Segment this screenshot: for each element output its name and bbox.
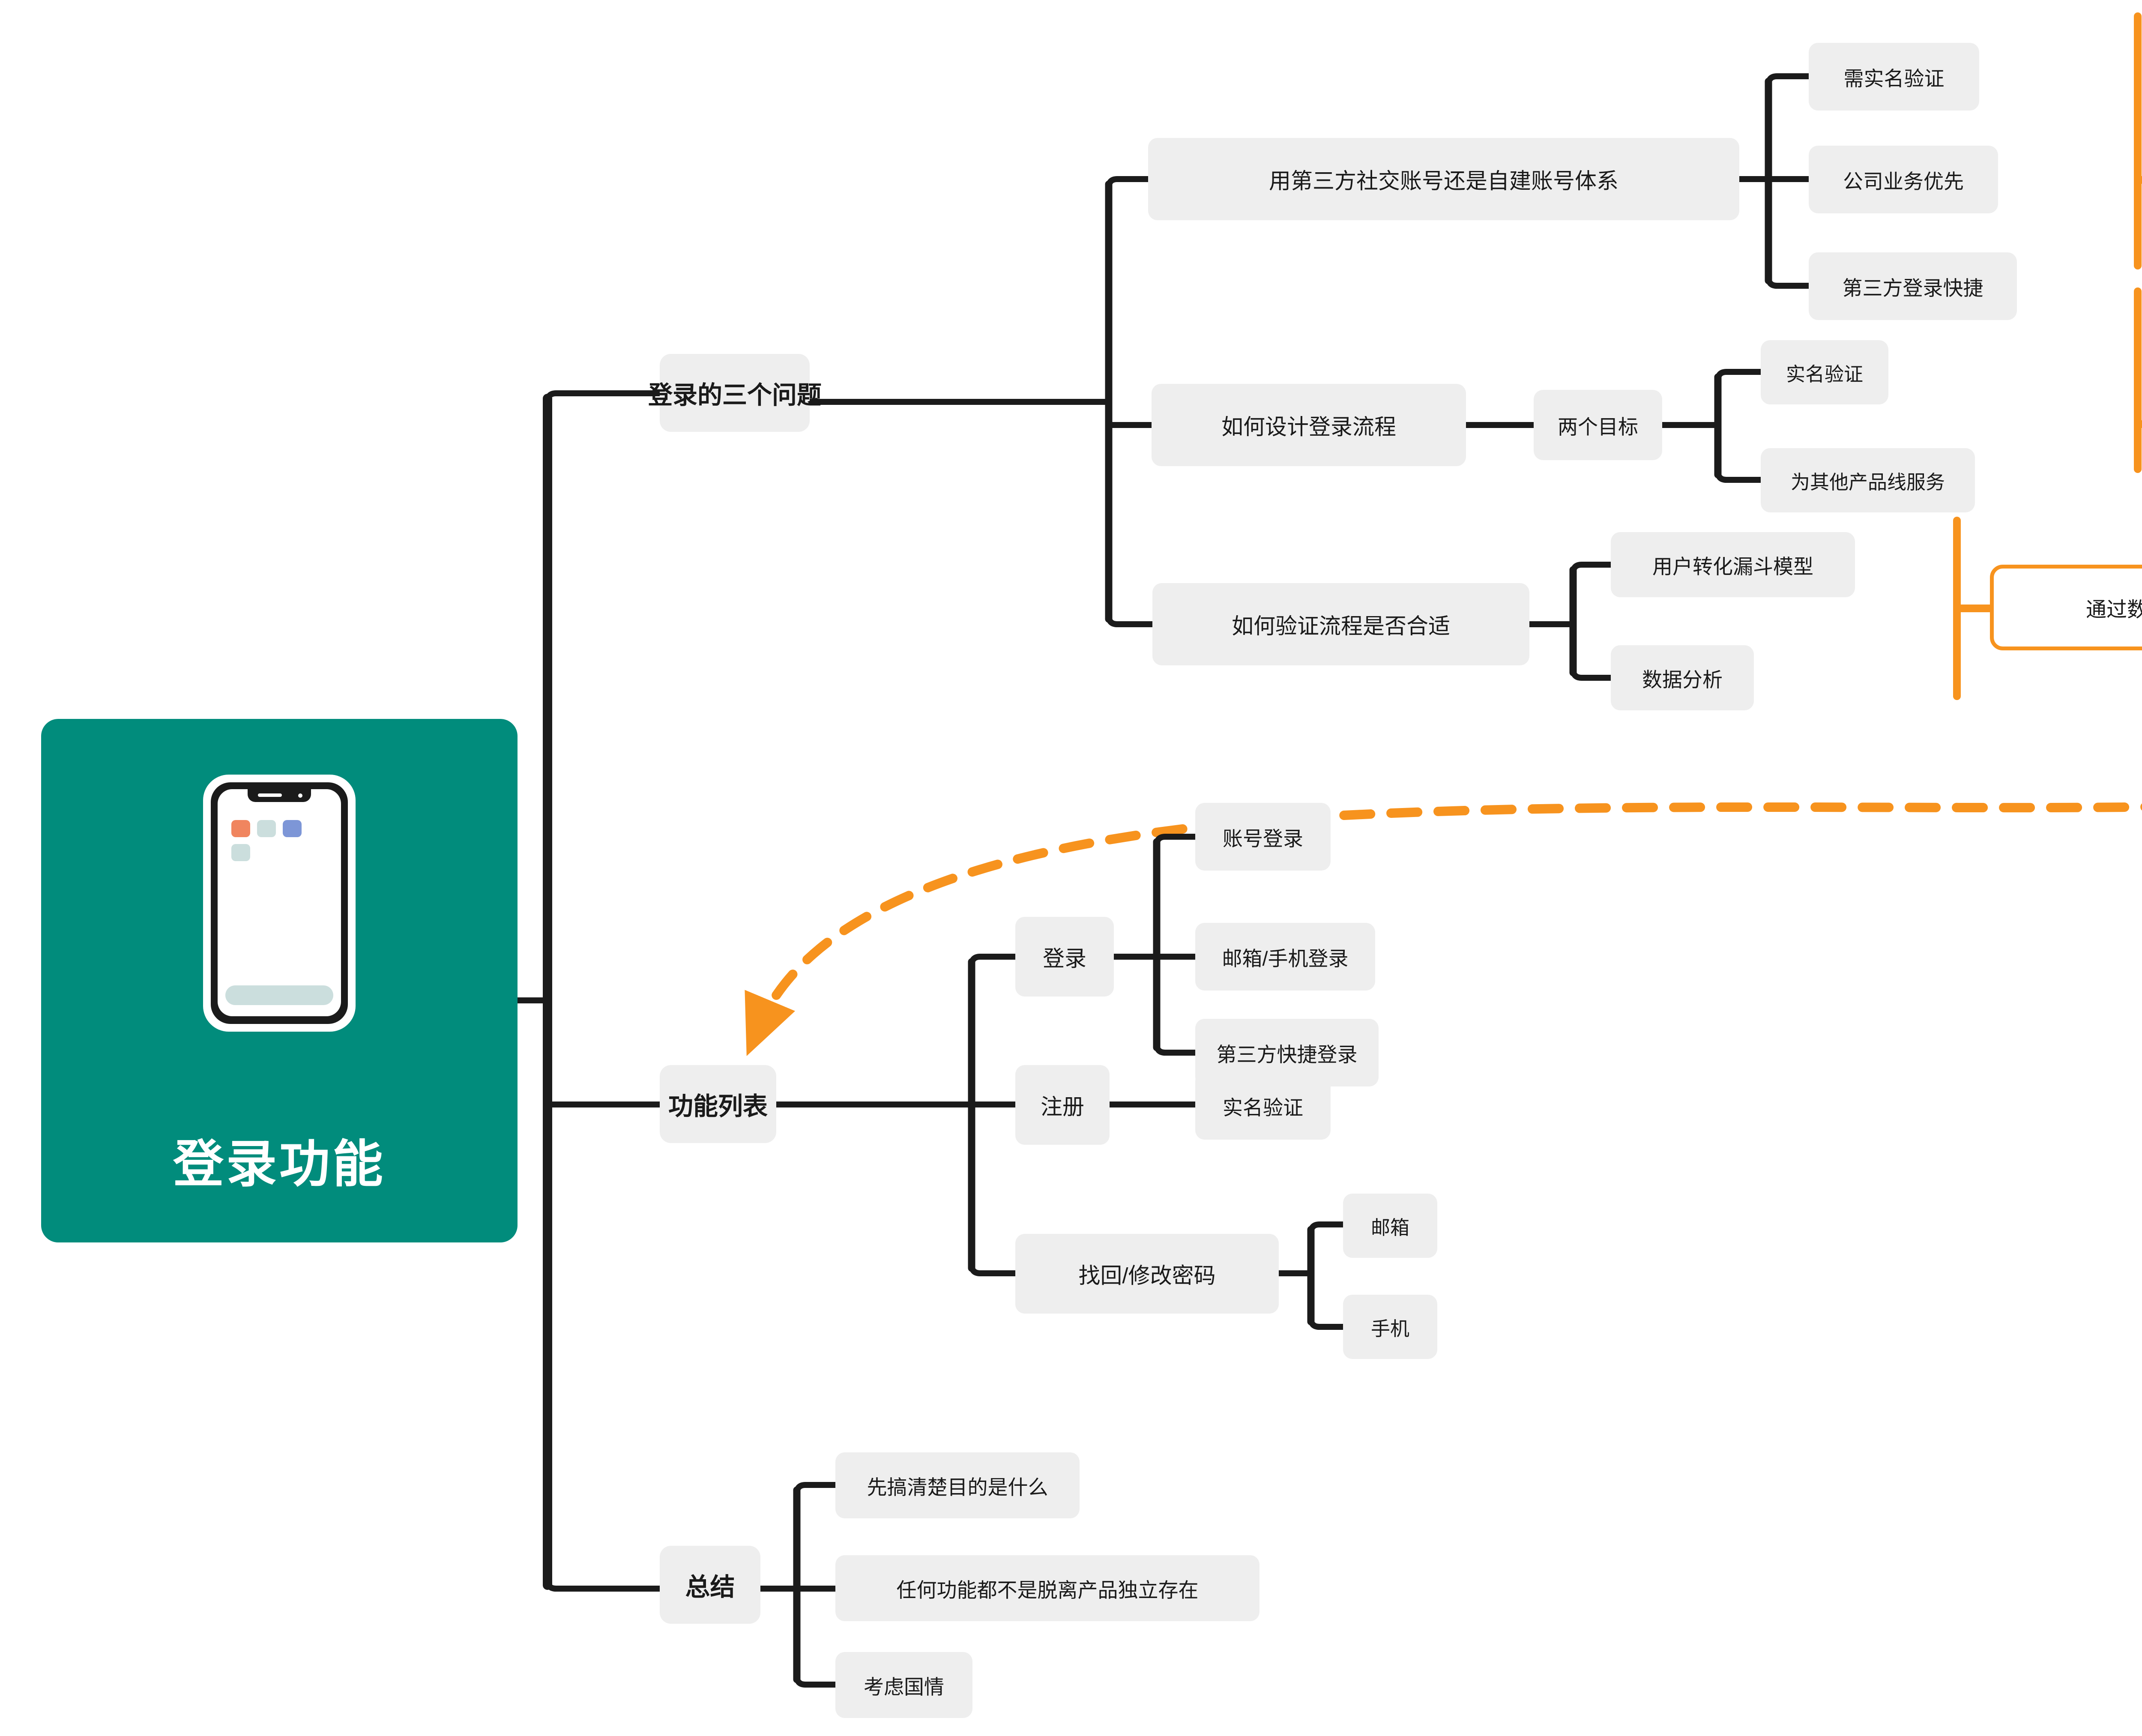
node-summary-child-0[interactable]: 先搞清楚目的是什么 — [835, 1452, 1080, 1518]
node-q1-child-1[interactable]: 公司业务优先 — [1809, 146, 1998, 213]
node-q2-child-goals[interactable]: 两个目标 — [1534, 390, 1662, 460]
branch-node-three-questions[interactable]: 登录的三个问题 — [648, 354, 822, 432]
node-recover-child-1[interactable]: 手机 — [1343, 1295, 1437, 1359]
node-q1[interactable]: 用第三方社交账号还是自建账号体系 — [1148, 138, 1739, 220]
node-q3[interactable]: 如何验证流程是否合适 — [1152, 583, 1529, 665]
node-summary-child-1[interactable]: 任何功能都不是脱离产品独立存在 — [835, 1555, 1259, 1621]
node-register-child-0[interactable]: 实名验证 — [1195, 1072, 1331, 1140]
node-q3-child-1[interactable]: 数据分析 — [1611, 645, 1754, 710]
node-q2[interactable]: 如何设计登录流程 — [1152, 384, 1466, 466]
node-summary-child-2[interactable]: 考虑国情 — [835, 1652, 972, 1718]
node-login[interactable]: 登录 — [1015, 917, 1114, 997]
branch-node-summary[interactable]: 总结 — [660, 1546, 760, 1624]
node-q2-goal-0[interactable]: 实名验证 — [1761, 340, 1888, 404]
node-q2-goal-1[interactable]: 为其他产品线服务 — [1761, 448, 1975, 512]
summary-node-q3[interactable]: 通过数据去验证迭代 — [1990, 565, 2142, 650]
root-node[interactable]: 登录功能 — [41, 719, 518, 1242]
root-label: 登录功能 — [173, 1136, 386, 1193]
node-q1-child-2[interactable]: 第三方登录快捷 — [1809, 252, 2017, 320]
branch-node-feature-list[interactable]: 功能列表 — [660, 1065, 776, 1143]
node-login-child-0[interactable]: 账号登录 — [1195, 803, 1331, 871]
node-q3-child-0[interactable]: 用户转化漏斗模型 — [1611, 532, 1855, 597]
node-login-child-1[interactable]: 邮箱/手机登录 — [1195, 923, 1375, 991]
node-recover-child-0[interactable]: 邮箱 — [1343, 1194, 1437, 1258]
node-register[interactable]: 注册 — [1015, 1065, 1110, 1145]
node-q1-child-0[interactable]: 需实名验证 — [1809, 43, 1979, 111]
mobile-phone-icon — [203, 775, 356, 1032]
node-recover-password[interactable]: 找回/修改密码 — [1015, 1234, 1279, 1314]
